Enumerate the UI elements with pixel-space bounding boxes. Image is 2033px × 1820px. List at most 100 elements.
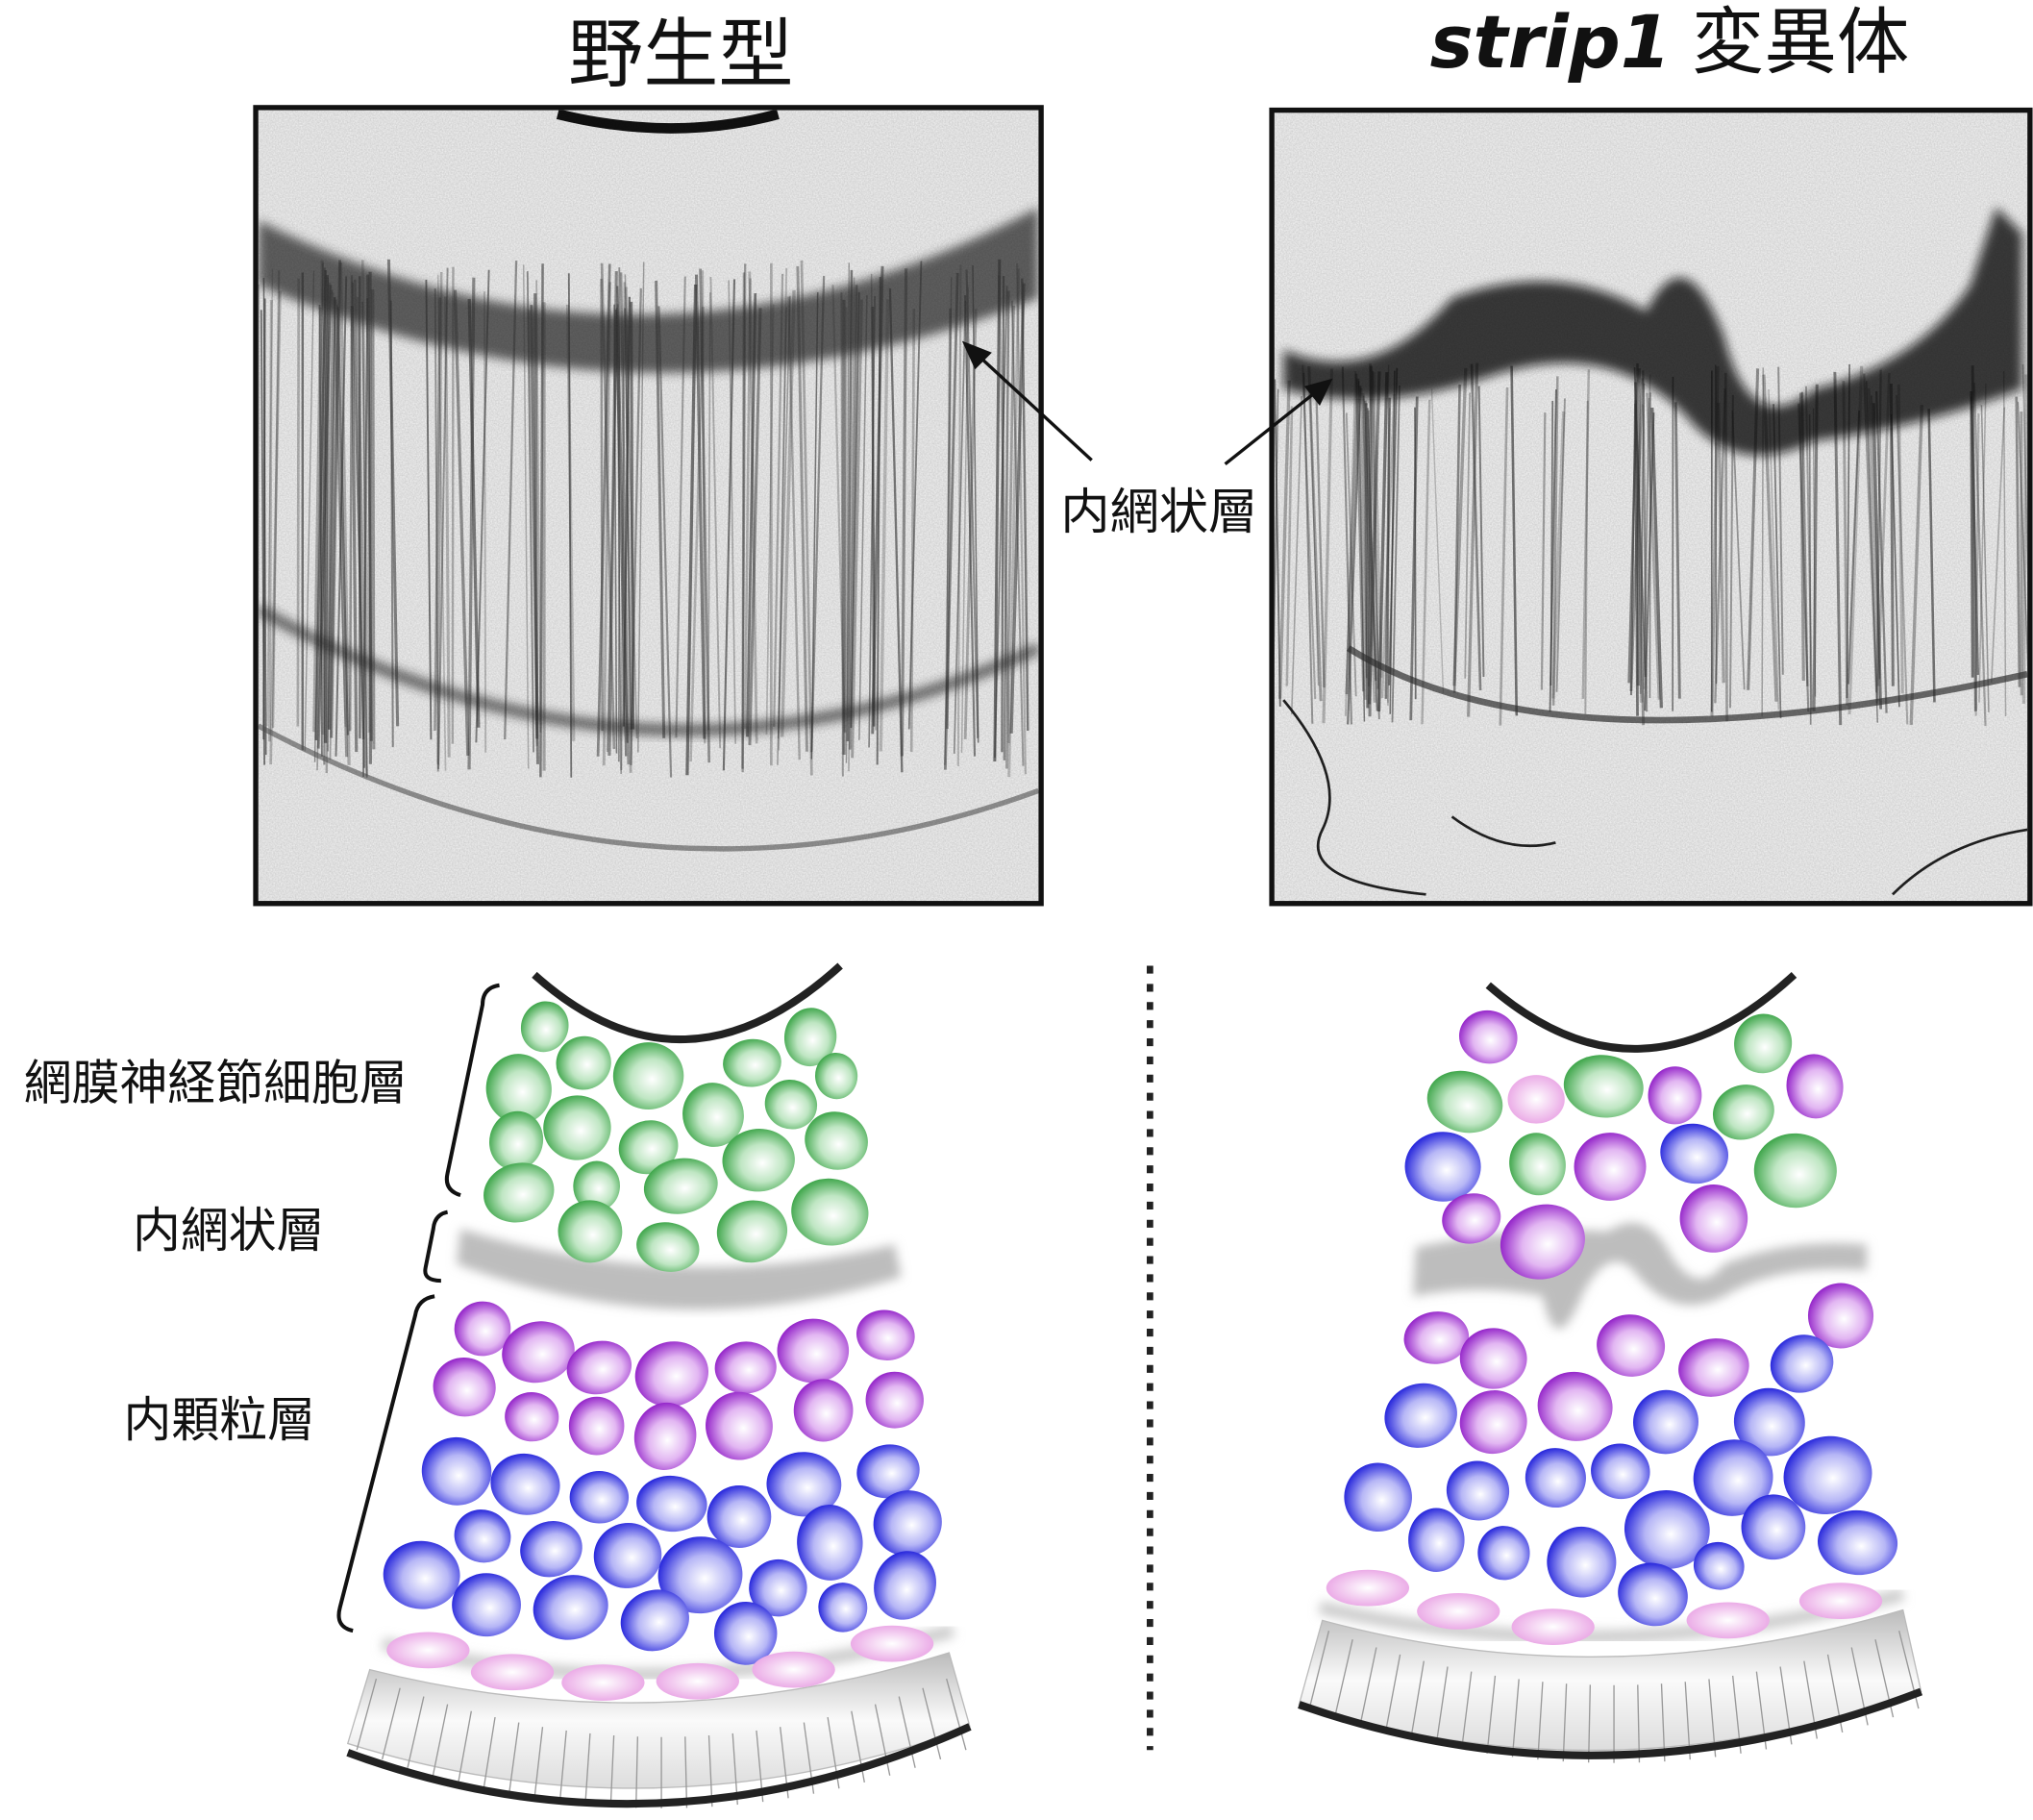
- amacrine-cell: [505, 1392, 559, 1442]
- ganglion-cell: [764, 1079, 818, 1130]
- amacrine-cell: [502, 1321, 575, 1384]
- bipolar-cell: [1733, 1387, 1805, 1457]
- amacrine-cell: [634, 1341, 709, 1408]
- mutant-diagram: [1298, 971, 1923, 1763]
- ganglion-cell: [1753, 1133, 1837, 1209]
- micrograph-ipl-label: 内網状層: [1060, 484, 1257, 541]
- ganglion-cell: [1509, 1133, 1566, 1196]
- bipolar-cell: [1624, 1490, 1710, 1569]
- amacrine-cell: [1459, 1328, 1527, 1389]
- bipolar-cell: [873, 1490, 942, 1557]
- bipolar-cell: [1660, 1123, 1729, 1184]
- photoreceptor: [432, 1704, 449, 1776]
- bipolar-cell: [490, 1453, 560, 1515]
- bipolar-cell: [1446, 1460, 1510, 1521]
- ganglion-cell: [543, 1095, 611, 1160]
- amacrine-cell: [1678, 1338, 1749, 1397]
- photoreceptor: [1537, 1682, 1544, 1760]
- amacrine-cell: [706, 1391, 773, 1460]
- ganglion-cell: [791, 1178, 869, 1246]
- photoreceptor: [483, 1716, 496, 1789]
- wildtype-micrograph: [258, 110, 1039, 902]
- photoreceptor: [1435, 1666, 1449, 1745]
- amacrine-cell: [633, 1402, 697, 1470]
- photoreceptor: [946, 1678, 967, 1751]
- bipolar-cell: [713, 1601, 778, 1665]
- ganglion-cell: [618, 1120, 679, 1175]
- ganglion-cell: [1426, 1070, 1503, 1134]
- amacrine-cell: [1459, 1390, 1527, 1455]
- bipolar-cell: [636, 1475, 707, 1533]
- horizontal-cell-displaced: [1507, 1075, 1565, 1124]
- photoreceptor: [1486, 1675, 1497, 1754]
- bipolar-cell: [856, 1444, 920, 1499]
- horizontal-cell: [561, 1664, 645, 1701]
- bipolar-cell: [1591, 1443, 1650, 1500]
- bipolar-cell: [421, 1436, 492, 1506]
- bipolar-cell: [520, 1521, 583, 1578]
- bipolar-cell: [1477, 1526, 1530, 1581]
- ganglion-cell: [805, 1111, 868, 1170]
- amacrine-cell: [566, 1340, 632, 1395]
- bracket-inl: [336, 1294, 435, 1633]
- ganglion-cell: [556, 1035, 611, 1090]
- amacrine-cell: [1786, 1054, 1844, 1119]
- ganglion-cell: [716, 1200, 788, 1263]
- ganglion-cell: [1712, 1085, 1774, 1140]
- amacrine-cell: [793, 1379, 854, 1442]
- bipolar-cell: [620, 1589, 689, 1652]
- label-ganglion-cell-layer: 網膜神経節細胞層: [24, 1055, 408, 1110]
- bipolar-cell: [818, 1583, 868, 1633]
- photoreceptor: [558, 1730, 567, 1803]
- photoreceptor: [707, 1734, 713, 1808]
- ganglion-cell: [573, 1160, 620, 1211]
- photoreceptor: [1587, 1684, 1592, 1763]
- bipolar-cell: [707, 1484, 772, 1549]
- mutant-micrograph: [1274, 112, 2028, 902]
- bipolar-cell: [383, 1540, 460, 1609]
- ganglion-cell: [485, 1054, 552, 1124]
- photoreceptor: [356, 1678, 378, 1751]
- amacrine-cell: [714, 1341, 777, 1394]
- horizontal-cell: [850, 1625, 934, 1662]
- horizontal-cell: [386, 1632, 470, 1669]
- amacrine-cell: [865, 1371, 924, 1429]
- mutant-micrograph-frame: [1269, 107, 2033, 907]
- ganglion-cell: [636, 1222, 700, 1272]
- bipolar-cell: [749, 1558, 807, 1617]
- amacrine-cell: [1679, 1184, 1748, 1253]
- horizontal-cell: [470, 1654, 555, 1691]
- ganglion-cell: [612, 1042, 684, 1110]
- ganglion-cell: [722, 1129, 795, 1192]
- bipolar-cell: [454, 1509, 511, 1563]
- photoreceptor: [407, 1696, 425, 1768]
- photoreceptor: [1333, 1639, 1353, 1718]
- outer-arc: [1298, 1687, 1923, 1759]
- amacrine-cell: [1648, 1066, 1702, 1125]
- photoreceptor: [381, 1687, 401, 1760]
- photoreceptor: [1511, 1679, 1520, 1758]
- bipolar-cell: [1384, 1383, 1457, 1448]
- bipolar-cell: [766, 1452, 842, 1517]
- bipolar-cell: [593, 1522, 662, 1588]
- ganglion-cell: [783, 1008, 837, 1067]
- lens-arc: [1485, 971, 1797, 1053]
- amacrine-cell: [855, 1309, 915, 1360]
- bipolar-cell: [1547, 1526, 1617, 1598]
- photoreceptor: [458, 1710, 472, 1783]
- amacrine-cell: [1403, 1311, 1470, 1364]
- amacrine-cell: [777, 1318, 850, 1384]
- ganglion-cell: [483, 1162, 555, 1223]
- ganglion-cell: [558, 1200, 623, 1263]
- amacrine-cell: [1597, 1314, 1666, 1377]
- photoreceptor: [1460, 1671, 1473, 1750]
- bipolar-cell: [657, 1536, 743, 1614]
- photoreceptor: [1410, 1660, 1425, 1739]
- ganglion-cell: [723, 1038, 781, 1087]
- photoreceptor: [684, 1736, 688, 1808]
- bipolar-cell: [1783, 1435, 1872, 1514]
- bipolar-cell: [1741, 1494, 1806, 1560]
- cells: [1326, 1010, 1898, 1645]
- amacrine-cell: [1442, 1193, 1501, 1244]
- bipolar-cell: [1693, 1439, 1773, 1516]
